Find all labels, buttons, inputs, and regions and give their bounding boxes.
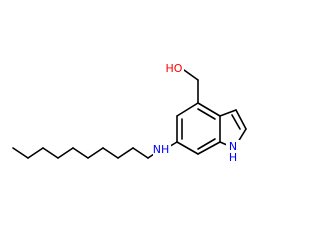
bond-layer xyxy=(12,69,247,159)
ring-bond-c4-c3a-inner xyxy=(197,108,216,120)
ring-bond-c7a-c7 xyxy=(197,141,221,155)
chain-bond-1 xyxy=(12,147,29,159)
label-layer: HO NH N H xyxy=(153,62,240,164)
chain-bond-7 xyxy=(102,147,119,159)
amine-label: NH xyxy=(153,143,170,156)
chain-bond-5 xyxy=(72,147,89,159)
ring-bond-c4-c3a xyxy=(197,102,221,117)
oh-label-bg xyxy=(164,62,184,76)
pyrrole-bond-c3a-c3 xyxy=(219,109,237,117)
indole-nitrogen-label: N xyxy=(229,140,237,153)
ring-bond-c7a-c7-inner xyxy=(197,138,216,150)
chain-bond-4 xyxy=(57,147,74,159)
ring-bond-c5-c4 xyxy=(176,102,199,117)
hydroxyl-label: HO xyxy=(166,62,183,75)
chain-bond-9 xyxy=(132,147,149,159)
ring-bond-c7-c6 xyxy=(176,141,199,155)
chain-bond-8 xyxy=(117,147,134,159)
molecule-svg: HO NH N H xyxy=(12,62,247,164)
nh-chain-label-bg xyxy=(153,143,171,157)
chain-bond-3 xyxy=(42,147,59,159)
ch2-oh-bond xyxy=(183,69,199,81)
indole-n-label-bg xyxy=(226,140,240,153)
pyrrole-bond-c3-c2-inner xyxy=(231,114,241,130)
indole-hydrogen-label: H xyxy=(229,151,237,164)
pyrrole-bond-c3-c2 xyxy=(235,109,247,130)
pyrrole-bond-n1-c7a xyxy=(219,141,228,146)
chain-bond-2 xyxy=(27,147,44,159)
pyrrole-bond-c2-n1 xyxy=(237,128,247,143)
molecule-diagram: HO NH N H xyxy=(12,62,247,164)
chain-bond-6 xyxy=(87,147,104,159)
